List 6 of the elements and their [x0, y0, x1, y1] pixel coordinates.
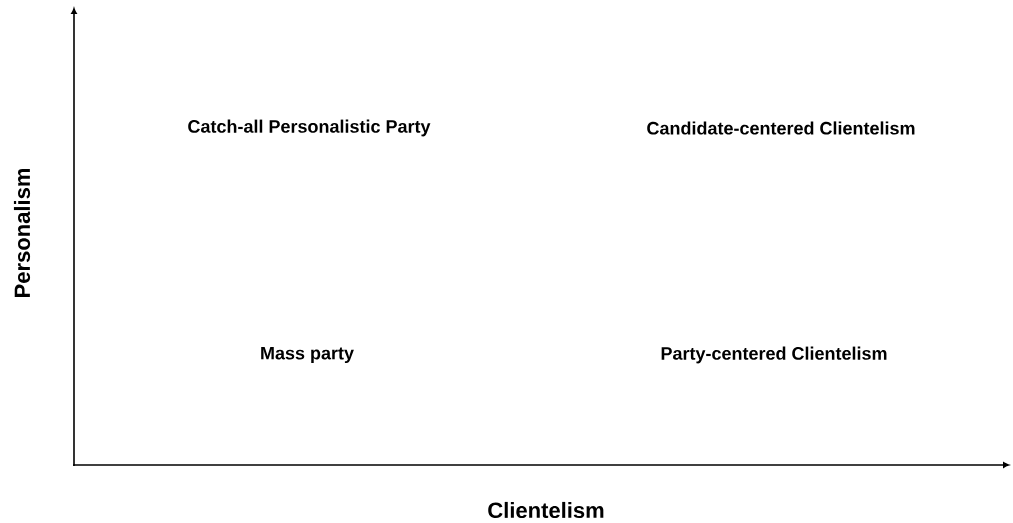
quadrant-label: Catch-all Personalistic Party	[188, 119, 431, 137]
quadrant-label: Candidate-centered Clientelism	[647, 121, 915, 135]
quadrant-label: Party-centered Clientelism	[661, 346, 887, 364]
axis-title: Personalism	[13, 168, 31, 297]
quadrant-label: Mass party	[261, 346, 354, 364]
axis-title: Clientelism	[488, 501, 604, 519]
